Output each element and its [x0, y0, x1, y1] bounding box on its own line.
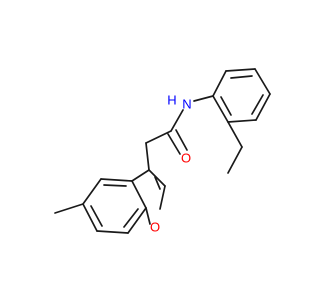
- furan-oxygen-label: O: [150, 220, 160, 235]
- bond: [225, 68, 256, 72]
- hydrogen-atom-label: H: [167, 93, 176, 108]
- bond: [255, 93, 271, 121]
- benzene-ring: [82, 178, 147, 234]
- bond: [145, 130, 172, 144]
- bond: [212, 70, 227, 97]
- double-bond-inner: [230, 75, 253, 79]
- methyl-bond: [54, 203, 84, 214]
- bond: [212, 95, 229, 123]
- bond: [96, 230, 129, 234]
- bond: [170, 109, 184, 132]
- furan-ring: [131, 169, 166, 225]
- bond: [148, 169, 166, 187]
- bond: [127, 207, 147, 234]
- molecule-structure: N H O O: [54, 68, 271, 235]
- bond: [159, 185, 166, 210]
- double-bond-inner: [220, 96, 232, 116]
- bond: [100, 178, 133, 182]
- bond: [131, 180, 147, 209]
- ethyl-bond: [227, 146, 243, 174]
- double-bond-inner: [251, 94, 264, 115]
- bond: [82, 203, 98, 232]
- bond: [145, 207, 151, 225]
- nitrogen-atom-label: N: [182, 97, 191, 112]
- bond: [145, 142, 150, 171]
- double-bond-inner: [154, 176, 161, 190]
- carbonyl-double-bond: [167, 133, 181, 155]
- bond: [254, 68, 271, 95]
- bond: [131, 169, 150, 182]
- bond: [227, 119, 257, 123]
- ethyl-bond: [227, 121, 243, 148]
- bond: [82, 178, 102, 205]
- carbonyl-oxygen-label: O: [181, 151, 191, 166]
- double-bond-inner: [103, 184, 127, 187]
- carbonyl-double-bond: [175, 129, 188, 151]
- bond: [193, 95, 214, 102]
- double-bond-inner: [90, 205, 103, 227]
- double-bond-inner: [123, 208, 139, 228]
- phenyl-ring: [212, 68, 271, 123]
